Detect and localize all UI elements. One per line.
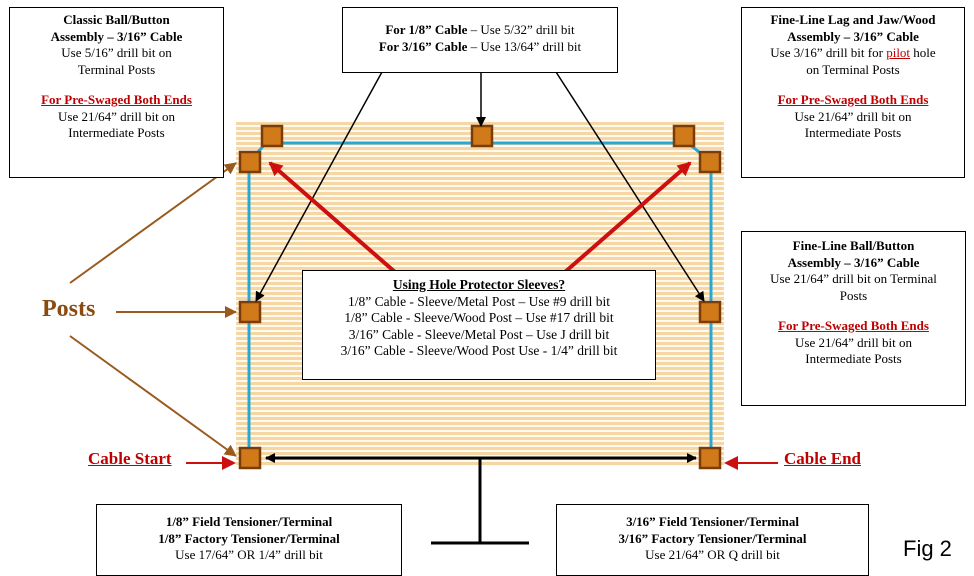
flbb-line1: Use 21/64” drill bit on Terminal	[770, 271, 937, 286]
sleeves-line: 1/8” Cable - Sleeve/Metal Post – Use #9 …	[347, 293, 611, 309]
lag-line1-a: Use 3/16” drill bit for	[770, 45, 887, 60]
posts-group	[238, 124, 722, 470]
post-middle-right	[698, 300, 722, 324]
top-line2-rest: – Use 13/64” drill bit	[467, 38, 582, 54]
classic-title2: Assembly – 3/16” Cable	[50, 28, 183, 44]
hole-protector-box: Using Hole Protector Sleeves? 1/8” Cable…	[302, 270, 656, 380]
flbb-title2: Assembly – 3/16” Cable	[787, 254, 920, 270]
cable-end-label: Cable End	[784, 449, 861, 468]
lag-pre-swaged: For Pre-Swaged Both Ends	[777, 92, 929, 107]
lag-title2: Assembly – 3/16” Cable	[787, 28, 919, 44]
flbb-line2: Posts	[839, 287, 868, 303]
red-arrow-top-left	[268, 161, 397, 274]
flbb-line4: Intermediate Posts	[805, 351, 902, 366]
posts-arrow-top	[69, 162, 237, 284]
arrow-to-left-middle-post	[255, 71, 383, 302]
three-sixteenth-tensioner-box: 3/16” Field Tensioner/Terminal 3/16” Fac…	[556, 504, 869, 576]
lag-title1: Fine-Line Lag and Jaw/Wood	[770, 12, 936, 27]
lag-line4: Intermediate Posts	[804, 125, 902, 140]
post-top-left-inner	[260, 124, 284, 148]
tsix-line1: Use 21/64” OR Q drill bit	[645, 547, 780, 562]
lag-line2: on Terminal Posts	[806, 61, 900, 77]
eighth-title1: 1/8” Field Tensioner/Terminal	[165, 514, 333, 529]
sleeves-line: 3/16” Cable - Sleeve/Metal Post – Use J …	[348, 326, 610, 342]
sleeves-line: 1/8” Cable - Sleeve/Wood Post – Use #17 …	[344, 310, 614, 325]
tsix-title1: 3/16” Field Tensioner/Terminal	[626, 514, 799, 529]
red-arrow-top-right	[563, 161, 692, 274]
classic-title1: Classic Ball/Button	[63, 12, 170, 27]
post-top-middle	[470, 124, 494, 148]
post-top-left-corner	[238, 150, 262, 174]
posts-arrow-bottom	[69, 335, 237, 457]
classic-line2: Terminal Posts	[77, 61, 156, 77]
post-bottom-right	[698, 446, 722, 470]
classic-ball-button-box: Classic Ball/Button Assembly – 3/16” Cab…	[9, 7, 224, 178]
sleeves-title: Using Hole Protector Sleeves?	[392, 277, 566, 292]
post-top-right-inner	[672, 124, 696, 148]
eighth-title2: 1/8” Factory Tensioner/Terminal	[158, 530, 340, 546]
eighth-line1: Use 17/64” OR 1/4” drill bit	[175, 547, 323, 562]
top-line1-rest: – Use 5/32” drill bit	[467, 22, 575, 37]
top-line1-bold: For 1/8” Cable	[385, 22, 468, 37]
flbb-line3: Use 21/64” drill bit on	[795, 334, 912, 350]
post-middle-left	[238, 300, 262, 324]
lag-line1-b: hole	[910, 45, 936, 60]
fine-line-ball-button-box: Fine-Line Ball/Button Assembly – 3/16” C…	[741, 231, 966, 406]
top-center-box: For 1/8” Cable – Use 5/32” drill bit For…	[342, 7, 618, 73]
flbb-pre-swaged: For Pre-Swaged Both Ends	[778, 318, 929, 333]
lag-pilot: pilot	[886, 45, 911, 60]
top-line2-bold: For 3/16” Cable	[378, 38, 468, 54]
classic-line3: Use 21/64” drill bit on	[58, 108, 175, 124]
post-top-right-corner	[698, 150, 722, 174]
figure-label: Fig 2	[903, 536, 952, 561]
eighth-tensioner-box: 1/8” Field Tensioner/Terminal 1/8” Facto…	[96, 504, 402, 576]
post-bottom-left	[238, 446, 262, 470]
classic-line1: Use 5/16” drill bit on	[61, 45, 172, 60]
arrow-to-right-middle-post	[555, 71, 705, 302]
classic-pre-swaged: For Pre-Swaged Both Ends	[41, 92, 192, 107]
fine-line-lag-jaw-box: Fine-Line Lag and Jaw/Wood Assembly – 3/…	[741, 7, 965, 178]
tsix-title2: 3/16” Factory Tensioner/Terminal	[618, 530, 807, 546]
lag-line3: Use 21/64” drill bit on	[794, 108, 912, 124]
flbb-title1: Fine-Line Ball/Button	[792, 238, 915, 253]
classic-line4: Intermediate Posts	[68, 125, 165, 140]
cable-start-label: Cable Start	[88, 449, 172, 468]
posts-label: Posts	[42, 296, 96, 322]
lag-line1: Use 3/16” drill bit for pilot hole	[742, 45, 964, 62]
sleeves-line: 3/16” Cable - Sleeve/Wood Post Use - 1/4…	[340, 343, 618, 358]
